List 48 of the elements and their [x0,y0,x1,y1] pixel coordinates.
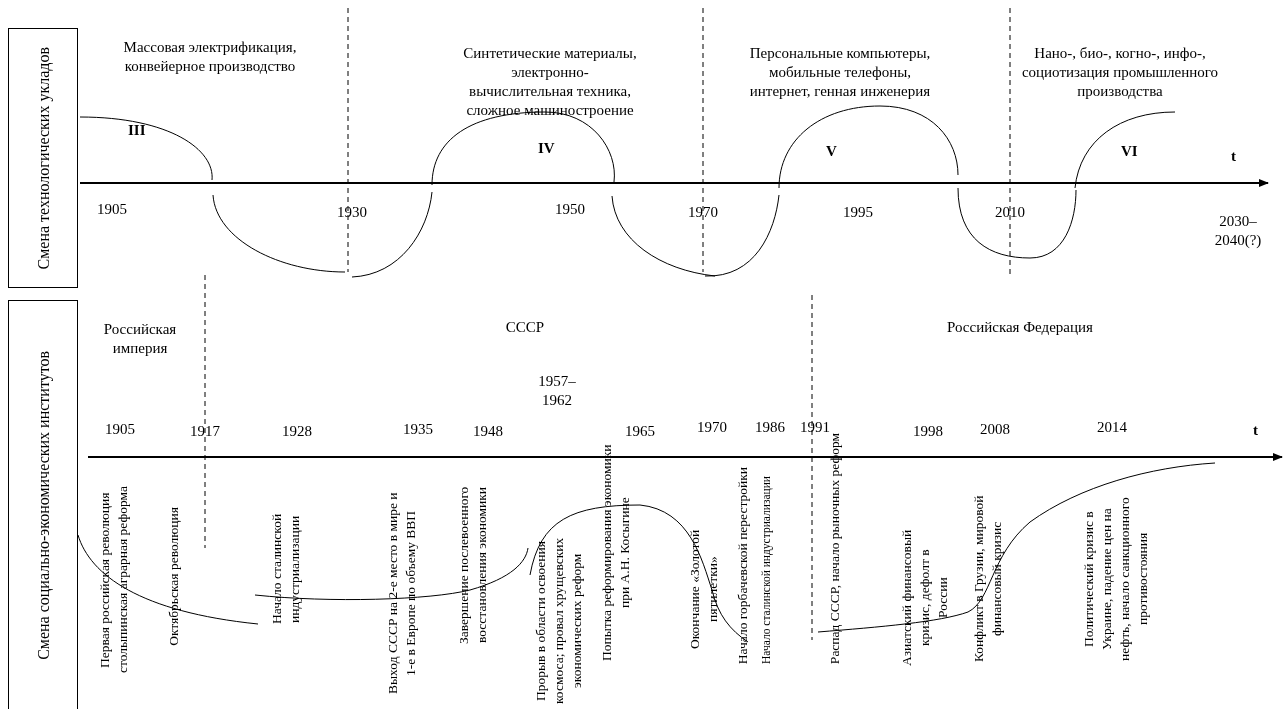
row-title-box [8,300,78,709]
period-description: Массовая электрификация, конвейерное производство [122,38,298,76]
year-label: 1905 [104,420,136,439]
year-label: 2008 [979,420,1011,439]
wave-number: V [826,143,837,160]
era-label: СССР [504,318,546,337]
year-label: 2014 [1096,418,1128,437]
year-label: 1905 [96,200,128,219]
year-label: 1950 [554,200,586,219]
year-label: 1998 [912,422,944,441]
year-label: 1986 [754,418,786,437]
year-label: 2010 [994,203,1026,222]
year-label: 1948 [472,422,504,441]
row-title: Смена социально-экономических институтов [33,350,53,660]
event-label: Октябрьская революция [165,507,182,646]
axis-label: t [1253,422,1258,439]
year-label: 1930 [336,203,368,222]
event-label: Начало горбачевской перестройки [734,466,751,664]
year-label: 1935 [402,420,434,439]
row-title: Смена технологических укладов [33,46,53,270]
era-label: Российская империя [102,320,178,358]
event-label: Азиатский финансовый кризис, дефолт в России [898,528,951,668]
year-label: 1928 [281,422,313,441]
year-label: 1991 [799,418,830,437]
year-label: 1970 [687,203,719,222]
row-title-box [8,28,78,288]
event-label: Прорыв в области освоения космоса; провал хрущевских экономических реформ [532,536,585,706]
period-description: Персональные компьютеры, мобильные телефоны, интернет, генная инженерия [748,44,932,101]
event-label: Первая российская революция столыпинская аграрная реформа [96,485,131,676]
year-label: 2030–2040(?) [1213,212,1263,250]
wave-number: IV [538,140,555,157]
wave-number: III [128,122,146,139]
year-label: 1965 [624,422,656,441]
event-label: Политический кризис в Украине, падение цен на нефть, начало санкционного противостояния [1080,496,1151,663]
event-label: Выход СССР на 2-е место в мире и 1-е в Европе по объему ВВП [384,491,419,696]
period-description: Синтетические материалы, электронно-вычислительная техника, сложное машиностроение [462,44,638,120]
event-label: Завершение послевоенного восстановления экономики [455,485,490,646]
axis-label: t [1231,148,1236,165]
year-label: 1970 [696,418,728,437]
era-label: Российская Федерация [946,318,1094,337]
year-label: 1957–1962 [537,372,577,410]
wave-number: VI [1121,143,1138,160]
year-label: 1995 [842,203,874,222]
period-description: Нано-, био-, когно-, инфо-, социотизация промышленного производства [1020,44,1220,101]
event-label: Начало сталинской индустриализации [268,512,303,627]
year-label: 1917 [189,422,221,441]
event-label: Начало сталинской индустриализации [759,476,774,664]
event-label: Окончание «Золотой пятилетки» [686,528,721,651]
